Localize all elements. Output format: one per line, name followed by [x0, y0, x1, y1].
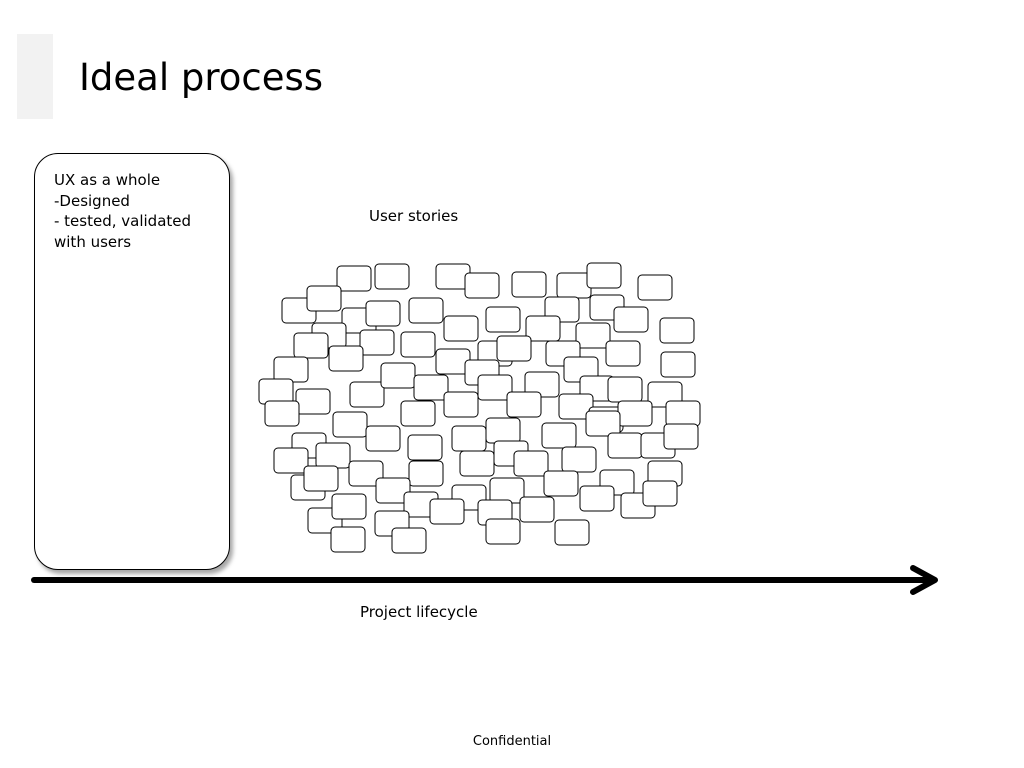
user-story-card: [330, 526, 366, 553]
ux-box-line: -Designed: [54, 191, 130, 210]
user-story-card: [380, 362, 416, 389]
user-story-card: [443, 315, 479, 342]
user-story-card: [331, 493, 367, 520]
footer-confidential: Confidential: [472, 734, 552, 749]
user-story-card: [525, 315, 561, 342]
user-story-card: [613, 306, 649, 333]
user-story-card: [365, 425, 401, 452]
user-story-card: [513, 450, 549, 477]
ux-box-text: UX as a whole -Designed - tested, valida…: [54, 170, 224, 252]
user-story-card: [413, 374, 449, 401]
timeline-arrowhead: [910, 565, 938, 595]
user-story-card: [293, 332, 329, 359]
user-story-card: [408, 460, 444, 487]
user-story-card: [332, 411, 368, 438]
user-story-card: [496, 335, 532, 362]
user-story-card: [464, 272, 500, 299]
user-story-card: [328, 345, 364, 372]
user-story-card: [348, 460, 384, 487]
slide-title: Ideal process: [79, 56, 324, 99]
user-story-card: [400, 400, 436, 427]
user-story-card: [585, 410, 621, 437]
user-story-card: [660, 351, 696, 378]
user-story-card: [524, 371, 560, 398]
user-story-card: [663, 423, 699, 450]
user-story-card: [605, 340, 641, 367]
user-story-card: [408, 297, 444, 324]
user-story-card: [303, 465, 339, 492]
ux-whole-box: UX as a whole -Designed - tested, valida…: [34, 153, 230, 570]
user-story-card: [659, 317, 695, 344]
user-story-card: [575, 322, 611, 349]
user-story-card: [485, 306, 521, 333]
user-story-card: [579, 485, 615, 512]
user-story-card: [541, 422, 577, 449]
user-story-card: [485, 518, 521, 545]
user-story-card: [561, 446, 597, 473]
user-story-card: [359, 329, 395, 356]
user-story-card: [336, 265, 372, 292]
ux-box-line: with users: [54, 232, 132, 251]
user-story-card: [349, 381, 385, 408]
user-story-card: [264, 400, 300, 427]
user-story-card: [506, 391, 542, 418]
user-story-card: [477, 374, 513, 401]
user-story-card: [519, 496, 555, 523]
user-story-card: [543, 470, 579, 497]
user-story-card: [642, 480, 678, 507]
user-stories-label: User stories: [369, 207, 459, 225]
user-story-card: [637, 274, 673, 301]
user-story-card: [374, 263, 410, 290]
user-story-card: [443, 391, 479, 418]
ux-box-line: - tested, validated: [54, 212, 192, 230]
user-story-card: [511, 271, 547, 298]
ux-box-line: UX as a whole: [54, 171, 161, 189]
user-story-card: [586, 262, 622, 289]
user-story-card: [365, 300, 401, 327]
user-story-card: [429, 498, 465, 525]
project-lifecycle-label: Project lifecycle: [360, 603, 478, 621]
user-story-card: [407, 434, 443, 461]
user-story-card: [391, 527, 427, 554]
user-story-card: [375, 477, 411, 504]
user-story-card: [273, 447, 309, 474]
user-story-card: [400, 331, 436, 358]
user-story-card: [306, 285, 342, 312]
user-story-card: [554, 519, 590, 546]
title-accent-bar: [17, 34, 53, 119]
